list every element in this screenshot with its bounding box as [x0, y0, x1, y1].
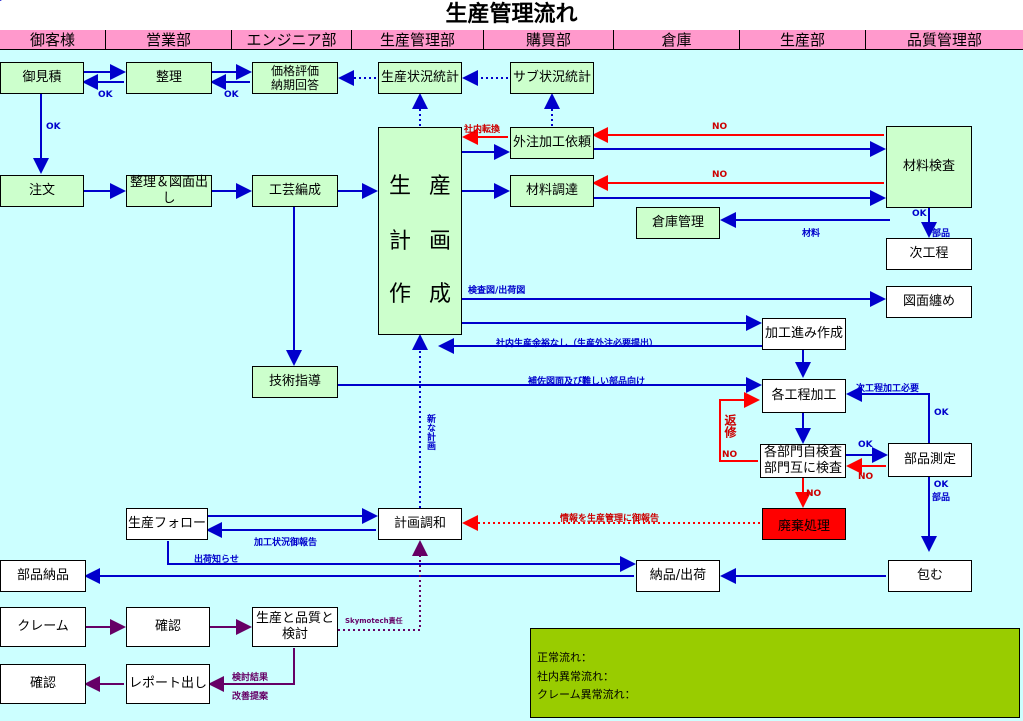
label-ok: OK [934, 408, 949, 418]
diagram-title: 生産管理流れ [0, 0, 1023, 31]
label-no: NO [722, 450, 738, 460]
box-tsutsumu: 包む [888, 560, 972, 592]
box-report: レポート出し [126, 664, 210, 704]
plan-char: 計 [389, 229, 412, 254]
label-kentou-kekka: 検討結果 [232, 673, 269, 683]
box-jishu-kensa: 各部門自検査 部門互に検査 [760, 444, 846, 478]
label-ok: OK [858, 440, 873, 450]
header-customer: 御客様 [0, 30, 106, 50]
label-jouhou: 情報を生産管理に御報告 [560, 514, 660, 524]
box-claim: クレーム [0, 607, 86, 647]
box-buhin-nouhin: 部品納品 [0, 560, 86, 592]
box-kakunin-1: 確認 [126, 607, 210, 647]
box-gijutsu-shidou: 技術指導 [252, 366, 338, 398]
box-sub-toukei: サブ状況統計 [510, 62, 594, 94]
header-sales: 営業部 [106, 30, 232, 50]
label-ok: OK [912, 209, 927, 219]
box-souko-kanri: 倉庫管理 [636, 207, 720, 239]
label-no: NO [712, 170, 728, 180]
label-shin-keikaku: 新な計画 [425, 414, 435, 450]
label-ok: OK [98, 90, 113, 100]
legend: 正常流れ： 社内異常流れ： クレーム異常流れ： [530, 628, 1020, 718]
label-ok-buhin: OK 部品 [932, 480, 951, 503]
box-seisan-toukei: 生産状況統計 [378, 62, 462, 94]
box-buhin-sokutei: 部品測定 [888, 443, 972, 477]
label-ok: OK [46, 122, 61, 132]
header-purchasing: 購買部 [484, 30, 614, 50]
box-mitsumori: 御見積 [0, 62, 84, 94]
label-ok: OK [224, 90, 239, 100]
plan-char: 作 [389, 282, 412, 307]
header-quality: 品質管理部 [866, 30, 1023, 50]
box-zairyou-kensa: 材料検査 [886, 126, 972, 208]
header-engineering: エンジニア部 [232, 30, 352, 50]
legend-abnormal: 社内異常流れ： [537, 670, 614, 683]
label-no: NO [806, 489, 822, 499]
legend-claim: クレーム異常流れ： [537, 688, 636, 701]
box-kougei: 工芸編成 [252, 175, 338, 207]
label-jikoutei-hitsuyou: 次工程加工必要 [856, 384, 920, 394]
box-zairyou-choutatsu: 材料調達 [510, 175, 594, 207]
label-hojo-zumen: 補佐図面及び難しい部品向け [528, 377, 646, 387]
header-warehouse: 倉庫 [614, 30, 740, 50]
box-seisan-follow: 生産フォロー [126, 508, 208, 540]
box-nouhin-shukka: 納品/出荷 [636, 560, 720, 592]
box-kakunin-2: 確認 [0, 664, 86, 704]
header-production-control: 生産管理部 [352, 30, 484, 50]
box-seisan-hinshitsu: 生産と品質と 検討 [252, 607, 338, 647]
box-zumen-tojime: 図面纏め [886, 286, 972, 318]
box-kakukoutei: 各工程加工 [762, 379, 846, 413]
box-haiki: 廃棄処理 [762, 508, 846, 540]
label-shanai-tenkan: 社内転換 [464, 125, 501, 135]
label-shanai-yoryoku: 社内生産余裕なし（生産外注必要提出） [496, 339, 659, 349]
label-kensazu: 検査図/出荷図 [468, 286, 526, 296]
box-kakaku: 価格評価 納期回答 [252, 62, 338, 94]
box-seiri: 整理 [126, 62, 212, 94]
legend-normal: 正常流れ： [537, 651, 592, 664]
box-kakou-susumi: 加工進み作成 [762, 318, 846, 350]
plan-char: 生 [389, 174, 412, 199]
plan-char: 産 [429, 174, 452, 199]
label-no: NO [858, 472, 874, 482]
label-henshuu: 返修 [723, 414, 737, 438]
label-kakou-joukyou: 加工状況御報告 [254, 538, 318, 548]
label-zairyou: 材料 [802, 229, 821, 239]
box-jikoutei: 次工程 [886, 238, 972, 270]
header-production: 生産部 [740, 30, 866, 50]
box-seiri-zumen: 整理＆図面出し [126, 175, 212, 207]
label-no: NO [712, 122, 728, 132]
box-production-plan: 生 産 計 画 作 成 [378, 127, 462, 335]
label-buhin: 部品 [932, 229, 951, 239]
box-chuumon: 注文 [0, 175, 84, 207]
plan-char: 成 [429, 282, 452, 307]
box-keikaku-chousei: 計画調和 [378, 508, 462, 540]
plan-char: 画 [429, 229, 452, 254]
box-gaichuu: 外注加工依頼 [510, 127, 594, 159]
label-shoutai: Skymotech責任 [345, 617, 403, 625]
label-kaizen: 改善提案 [232, 692, 269, 702]
label-shukka-shirase: 出荷知らせ [194, 555, 239, 565]
